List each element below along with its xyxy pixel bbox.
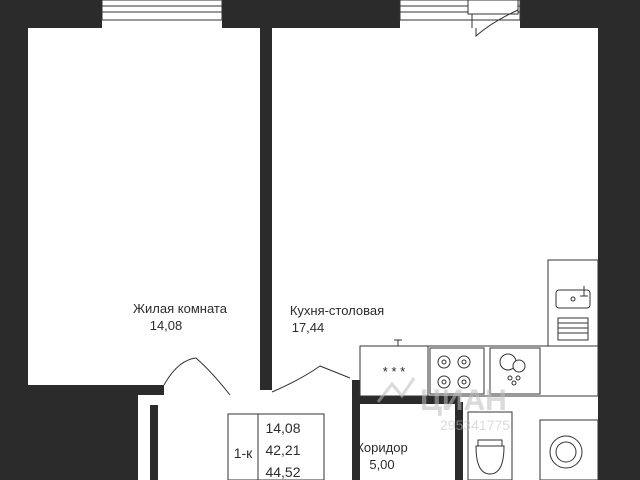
sink-drain-icon [570,296,576,302]
control-knob-icon [515,375,521,381]
toilet-icon [475,445,505,475]
cian-logo-icon [376,377,416,403]
room-area-corridor: 5,00 [369,457,394,472]
bathroom-fixtures [467,411,599,480]
outlet-icon [394,339,402,346]
burner-center-icon [461,379,467,385]
room-name-living: Жилая комната [133,301,228,316]
bathroom-wall [360,396,460,404]
corridor-wall [352,380,360,480]
window-left [101,0,223,21]
control-knob-icon [507,375,513,381]
room-area-kitchen: 17,44 [292,320,325,335]
partition-wall [260,28,272,390]
lower-left-wall-block [0,385,138,480]
apartment-type: 1-к [234,445,253,461]
summary-living-area: 14,08 [265,420,300,436]
watermark: ЦИАН 295341775 [376,377,510,433]
door-living-room [163,357,231,396]
faucet-icon [580,286,588,297]
summary-total-area: 44,52 [265,464,300,480]
burner-center-icon [461,359,467,365]
kitchen-counter [359,259,599,397]
stove-icon [429,347,485,395]
summary-box [227,413,325,480]
control-knob-icon [511,380,517,386]
room-name-kitchen: Кухня-столовая [290,303,384,318]
top-wall-segment [520,0,640,28]
bathroom-wall [455,402,463,480]
room-area-living: 14,08 [150,318,183,333]
top-wall-segment [222,0,400,28]
top-wall-segment [0,0,102,28]
dishwasher-drum-icon [512,359,526,373]
balcony-door-swing [467,0,519,38]
stove-marks: * * * [383,364,405,379]
corridor-wall [138,385,164,395]
summary-usable-area: 42,21 [265,442,300,458]
watermark-brand: ЦИАН [420,384,507,417]
watermark-number: 295341775 [440,417,510,433]
lower-partitions [138,380,463,480]
burner-center-icon [441,379,447,385]
door-kitchen [271,365,351,393]
dish-rack-icon [557,317,589,341]
area-summary [227,413,325,480]
right-outer-wall [598,0,640,480]
washer-door-icon [555,441,577,463]
corridor-wall [150,405,158,480]
burner-center-icon [441,359,447,365]
room-name-corridor: Коридор [356,440,407,455]
toilet-tank-icon [477,439,503,447]
